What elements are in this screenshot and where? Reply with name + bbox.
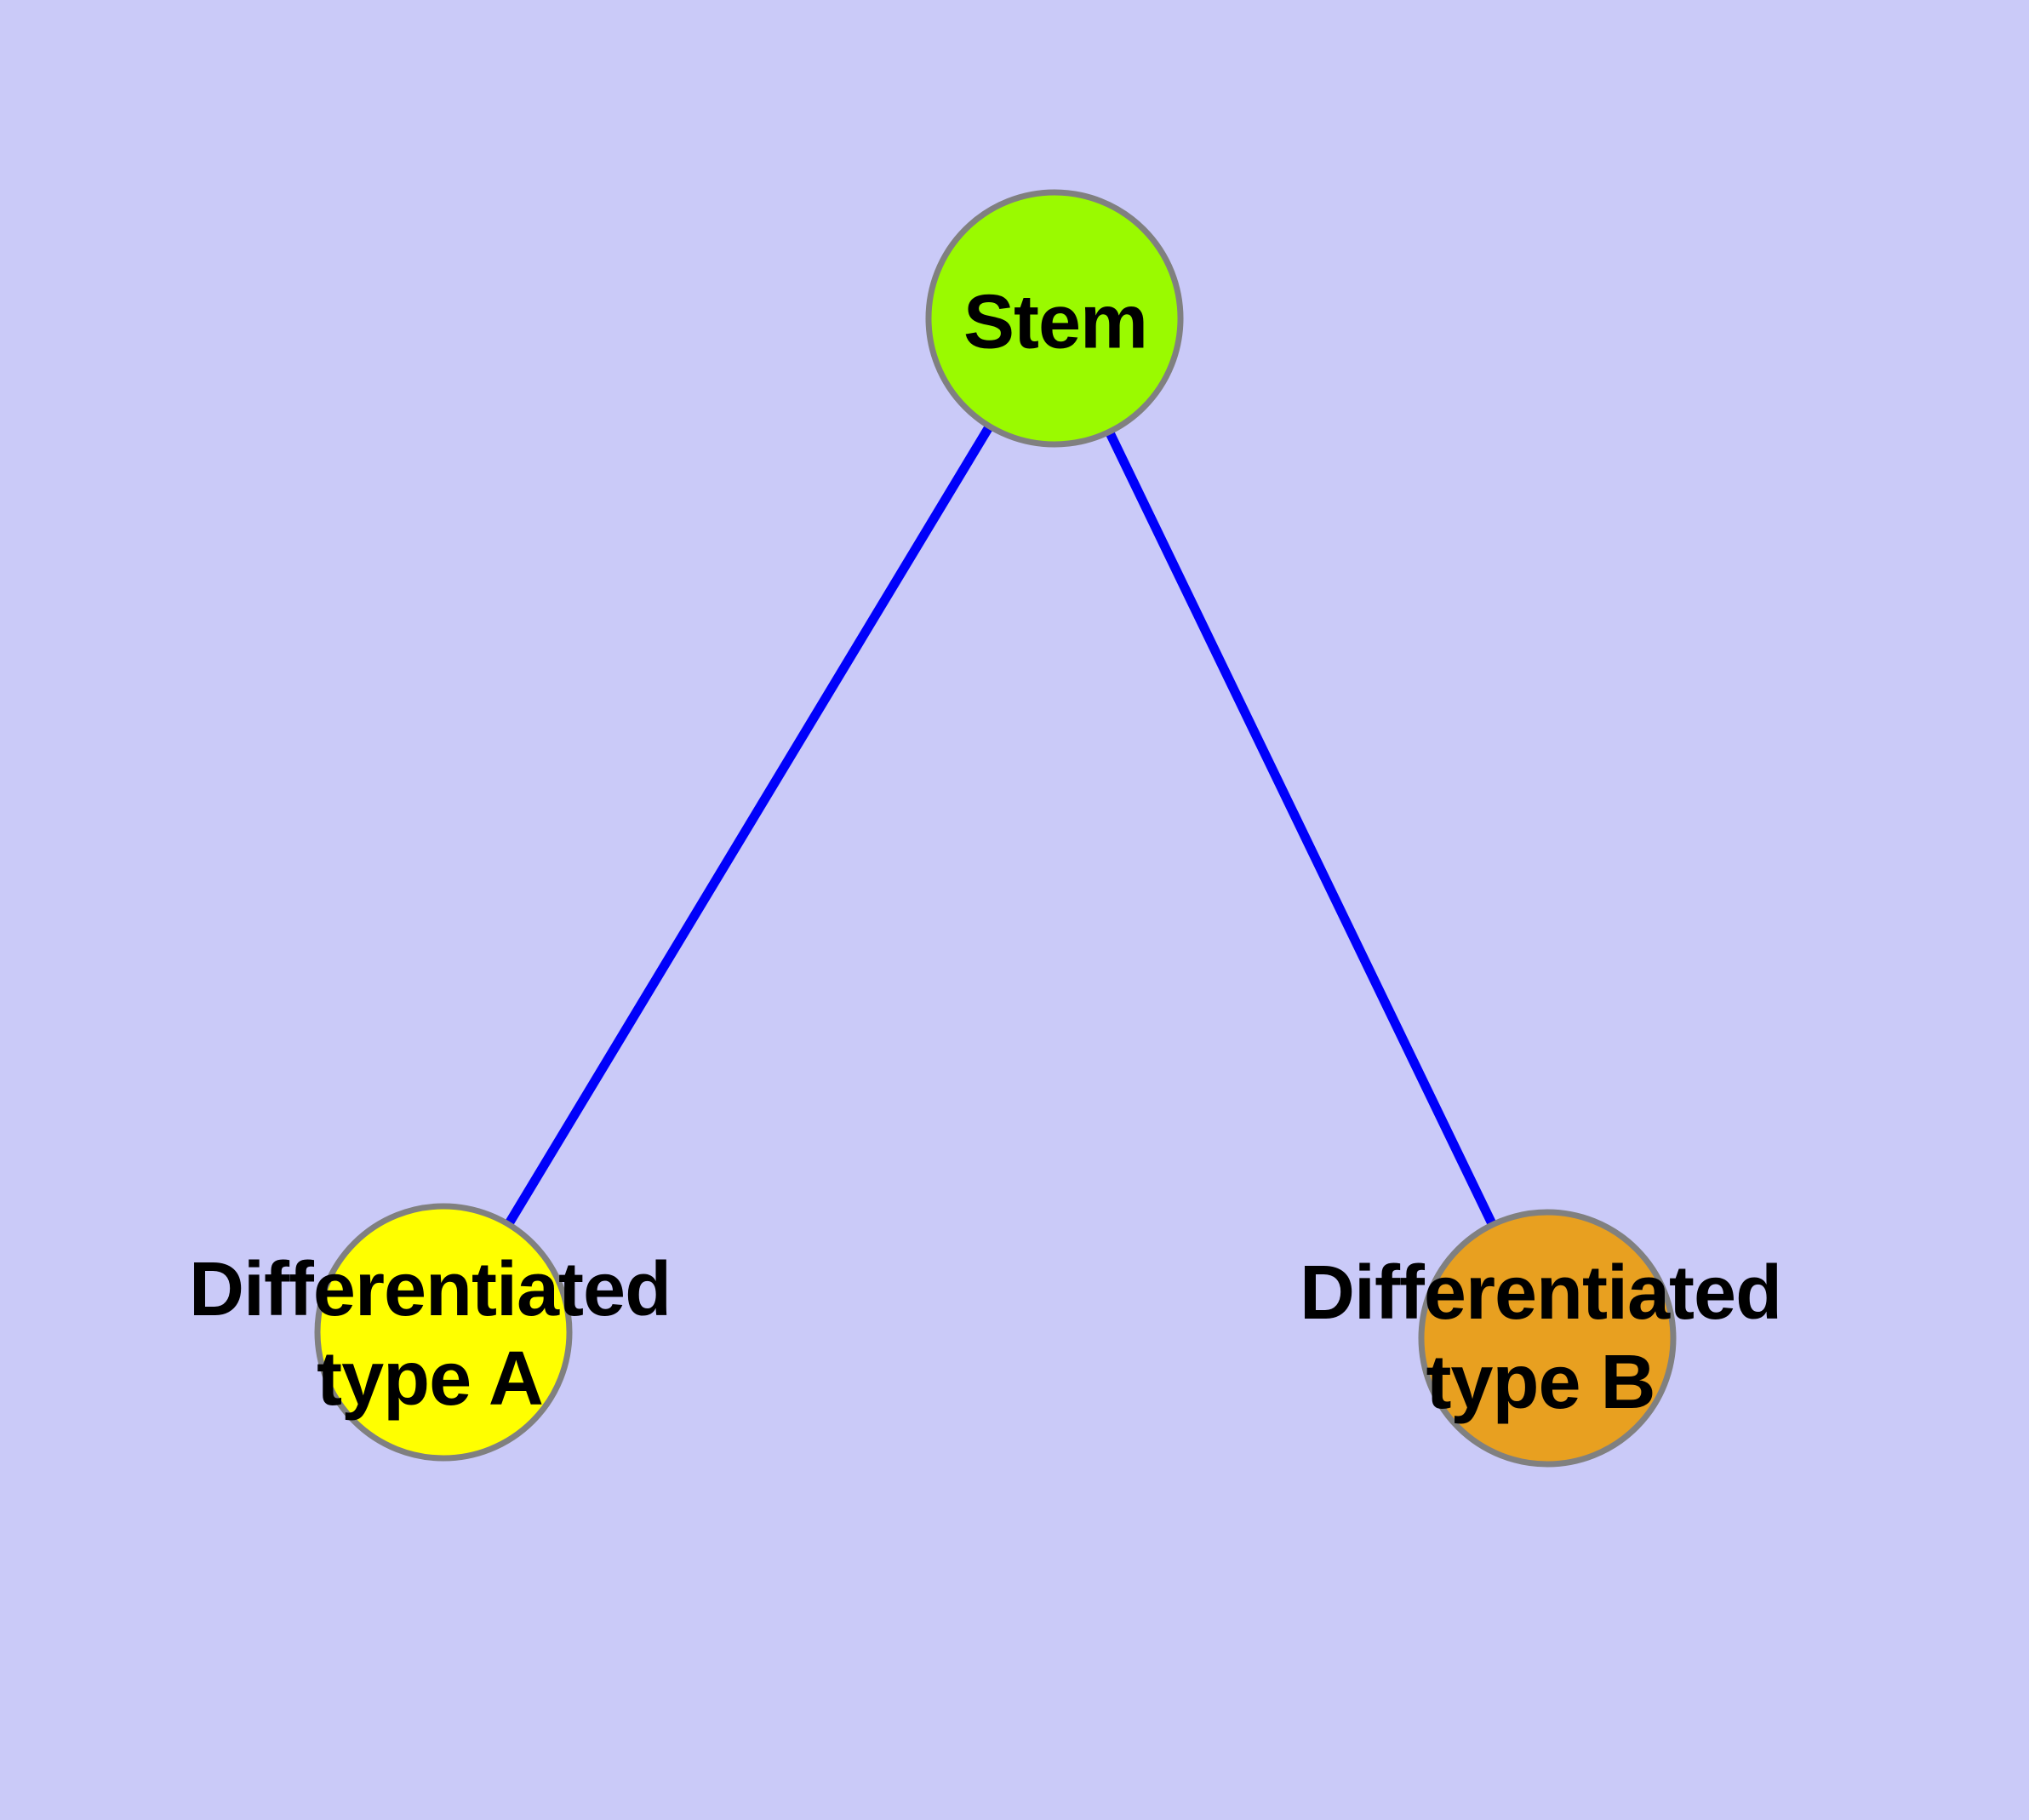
node-type-a-circle: [314, 1203, 573, 1462]
node-type-a-label-line2: type A: [317, 1336, 544, 1422]
node-type-a-label: Differentiated type A: [188, 1245, 672, 1424]
node-type-b-circle: [1418, 1209, 1677, 1468]
node-type-b-label-line1: Differentiated: [1299, 1251, 1782, 1336]
node-type-a-label-line1: Differentiated: [188, 1247, 672, 1332]
node-stem-label-line1: Stem: [963, 279, 1148, 365]
node-type-b-label-line2: type B: [1426, 1340, 1655, 1425]
node-stem-label: Stem: [963, 278, 1148, 368]
edge-stem-to-type-b: [1050, 316, 1552, 1341]
edge-stem-to-type-a: [439, 316, 1059, 1335]
node-type-b-label: Differentiated type B: [1299, 1249, 1782, 1428]
node-stem-circle: [925, 189, 1184, 448]
